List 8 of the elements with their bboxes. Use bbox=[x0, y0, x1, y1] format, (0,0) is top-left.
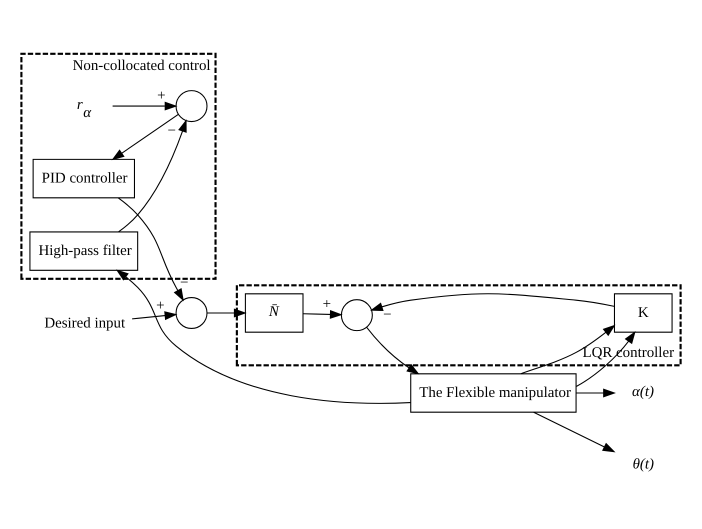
edge-label: + bbox=[156, 298, 165, 314]
node-text: θ(t) bbox=[632, 456, 654, 472]
edge-label: + bbox=[157, 88, 166, 104]
edge-label: + bbox=[322, 296, 332, 312]
node-text: α(t) bbox=[632, 383, 654, 400]
node-text: Desired input bbox=[44, 315, 126, 332]
edge-label: − bbox=[383, 306, 392, 323]
edge-label: − bbox=[167, 122, 176, 138]
